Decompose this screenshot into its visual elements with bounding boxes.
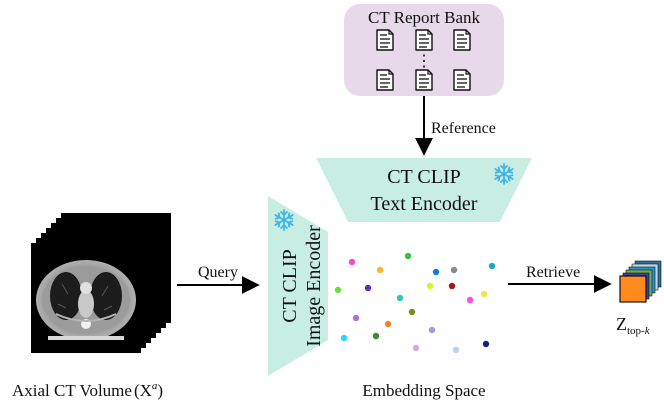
embedding-dot (364, 284, 372, 292)
embedding-dot (412, 344, 420, 352)
document-icon (376, 29, 394, 51)
embedding-dot (480, 290, 488, 298)
text-encoder: CT CLIP Text Encoder (316, 158, 532, 222)
embedding-dot (376, 266, 384, 274)
embedding-dot (428, 326, 436, 334)
output-embedding-square (619, 275, 647, 303)
embedding-space-dots (334, 252, 496, 354)
document-icon (453, 29, 471, 51)
retrieve-label: Retrieve (526, 264, 580, 281)
output-label: Ztop-k (616, 314, 651, 337)
embedding-dot (352, 314, 360, 322)
embedding-dot (372, 332, 380, 340)
embedding-dot (340, 334, 348, 342)
embedding-dot (396, 294, 404, 302)
embedding-space-caption: Embedding Space (362, 381, 485, 400)
embedding-dot (408, 308, 416, 316)
document-icon (415, 69, 433, 91)
ct-volume-stack (30, 212, 172, 354)
text-encoder-line1: CT CLIP (387, 166, 461, 188)
embedding-dot (450, 266, 458, 274)
document-icon (415, 29, 433, 51)
report-bank-title: CT Report Bank (368, 8, 481, 27)
embedding-dot (348, 258, 356, 266)
image-encoder-line2: Image Encoder (303, 225, 325, 347)
embedding-dot (466, 296, 474, 304)
reference-label: Reference (431, 120, 496, 137)
document-icon (453, 69, 471, 91)
embedding-dot (334, 286, 342, 294)
report-bank-ellipsis: ⋮ (416, 53, 432, 70)
embedding-dot (432, 268, 440, 276)
document-icon (376, 69, 394, 91)
embedding-dot (404, 252, 412, 260)
image-encoder-line1: CT CLIP (279, 249, 301, 323)
query-label: Query (198, 264, 238, 281)
embedding-dot (452, 346, 460, 354)
ct-volume-caption: Axial CT Volume(Xa) (12, 380, 163, 400)
report-bank: CT Report Bank ⋮ (344, 4, 504, 96)
output-embedding-stack (619, 260, 662, 303)
embedding-dot (482, 340, 490, 348)
embedding-dot (488, 262, 496, 270)
image-encoder: CT CLIP Image Encoder (268, 196, 328, 376)
embedding-dot (448, 282, 456, 290)
embedding-dot (384, 320, 392, 328)
text-encoder-shape (316, 158, 532, 222)
embedding-dot (426, 282, 434, 290)
ct-slice (30, 242, 142, 354)
text-encoder-line2: Text Encoder (371, 193, 478, 215)
image-encoder-shape (268, 196, 328, 376)
